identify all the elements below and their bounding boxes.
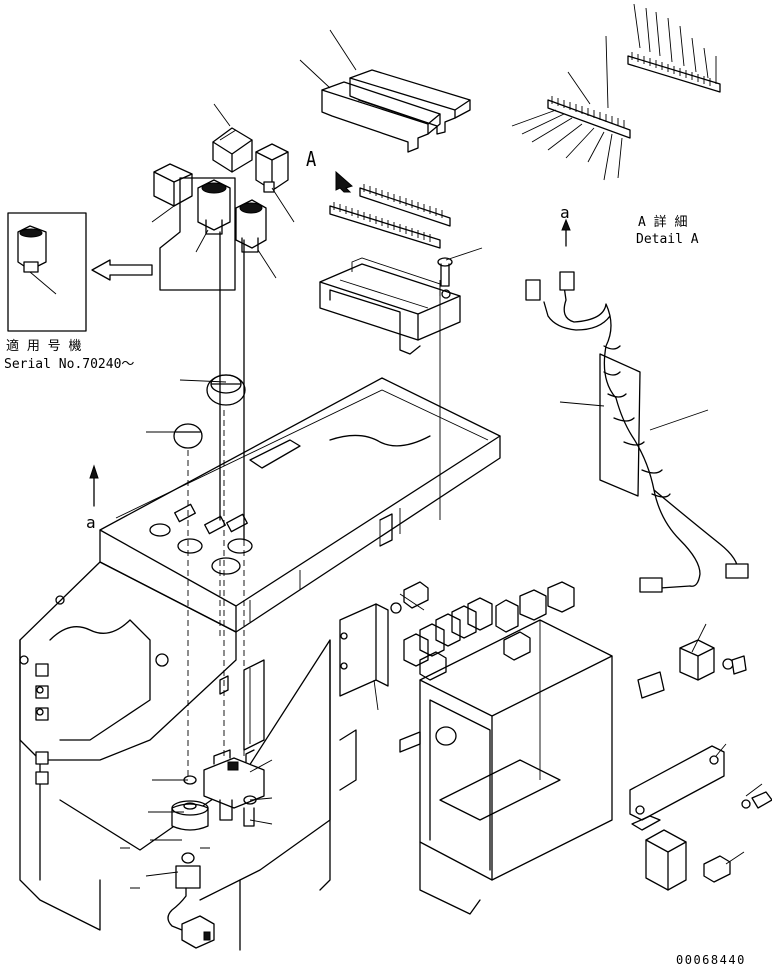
connector-block-upper (359, 184, 451, 227)
relay-right-upper (679, 639, 747, 681)
detail-title-jp: A 詳 細 (638, 214, 687, 230)
switch-right (255, 143, 289, 193)
serial-inset-box (7, 212, 87, 332)
switch-group-bracket (159, 177, 236, 291)
console-frame (19, 377, 501, 951)
serial-label-jp: 適 用 号 機 (6, 338, 81, 354)
relay-bracket-center (203, 659, 265, 827)
bolt-right-lower (703, 855, 731, 883)
sensor-with-plug (167, 852, 215, 949)
cover-lower (321, 81, 441, 153)
bracket-plate-right (629, 745, 725, 821)
relay-right-lower (631, 815, 687, 891)
direction-arrow-a (335, 170, 353, 193)
bolt-right-mid (741, 791, 772, 809)
rocker-switch-1 (197, 179, 231, 235)
leader-lines (29, 29, 763, 889)
wiring-harness (525, 271, 749, 593)
knob-small (173, 423, 203, 449)
arrow-a-top-label: a (560, 203, 570, 222)
direction-arrow-left (91, 259, 153, 281)
knob-large (206, 374, 246, 406)
control-box (399, 581, 613, 915)
detail-a-connector-lower (511, 35, 631, 181)
view-a-label: A (306, 149, 316, 172)
fuse-box-base (319, 257, 461, 355)
drawing-number: 00068440 (676, 953, 746, 967)
arrow-a-top (561, 218, 571, 247)
screw-top (437, 257, 453, 287)
plug-right (637, 671, 665, 699)
detail-a-connector-upper (627, 3, 721, 93)
detail-title-en: Detail A (636, 232, 699, 247)
rocker-switch-2 (235, 199, 267, 253)
switch-top (212, 127, 253, 173)
cover-upper (349, 69, 471, 135)
arrow-a-left-label: a (86, 513, 96, 532)
switch-left (153, 163, 193, 207)
bolt-washer-center (390, 581, 429, 614)
connector-block-lower (329, 202, 441, 249)
arrow-a-left (89, 464, 99, 507)
alignment-lines (187, 231, 441, 780)
serial-label-en: Serial No.70240～ (4, 357, 134, 372)
knob-lower (171, 800, 209, 831)
mounting-bracket (339, 603, 389, 697)
